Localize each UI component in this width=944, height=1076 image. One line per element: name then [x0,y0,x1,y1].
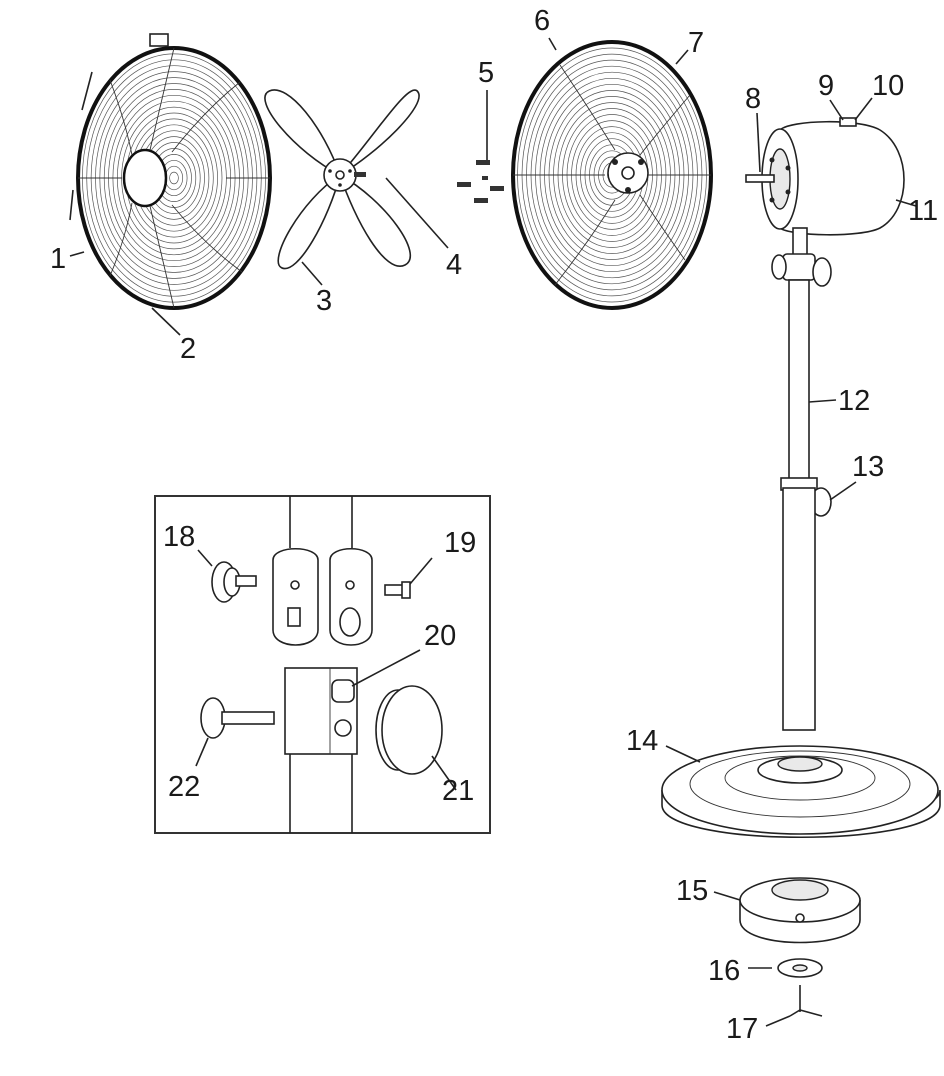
detail-inset [154,495,491,834]
lower-pole [782,487,816,731]
callout-11: 11 [908,195,938,227]
callout-18: 18 [163,521,195,553]
callout-15: 15 [676,875,708,907]
callout-10: 10 [872,70,904,102]
callout-4: 4 [446,249,462,281]
callout-7: 7 [688,27,704,59]
base-hub [739,877,861,944]
upper-pole [771,227,832,517]
callout-14: 14 [626,725,658,757]
rear-grille [511,40,713,310]
callout-1: 1 [50,243,66,275]
callout-12: 12 [838,385,870,417]
base-washer [777,958,823,978]
base-bolt [789,985,823,1017]
callout-9: 9 [818,70,834,102]
base-plate [661,745,941,839]
callout-20: 20 [424,620,456,652]
callout-19: 19 [444,527,476,559]
motor-housing [745,117,905,236]
callout-5: 5 [478,57,494,89]
screw-set [457,160,504,203]
callout-8: 8 [745,83,761,115]
callout-13: 13 [852,451,884,483]
callout-16: 16 [708,955,740,987]
callout-17: 17 [726,1013,758,1045]
callout-3: 3 [316,285,332,317]
callout-6: 6 [534,5,550,37]
front-grille [69,33,272,310]
callout-21: 21 [442,775,474,807]
callout-labels: 1 2 3 4 5 6 7 8 9 10 11 12 13 14 15 16 1… [50,5,938,1045]
callout-22: 22 [168,771,200,803]
callout-2: 2 [180,333,196,365]
grille-wire-ring [169,171,179,185]
leader-lines [69,37,917,1027]
fan-blade [264,89,420,270]
